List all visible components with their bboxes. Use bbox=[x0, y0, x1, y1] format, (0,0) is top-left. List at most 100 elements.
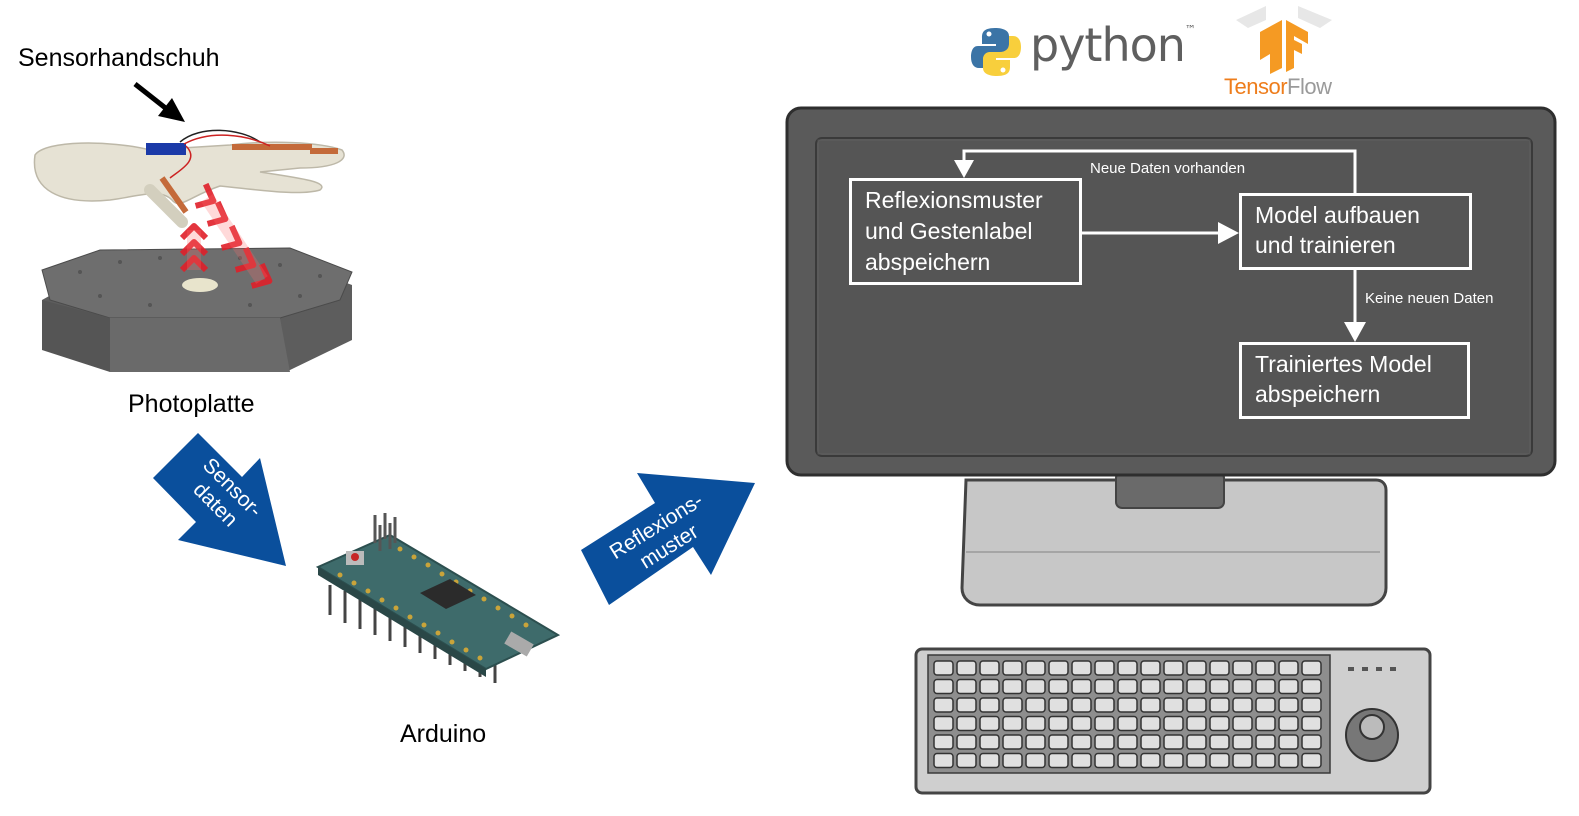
keyboard-key bbox=[1278, 678, 1299, 695]
keyboard-key bbox=[1071, 660, 1092, 676]
keyboard-key bbox=[1094, 660, 1115, 676]
keyboard-key bbox=[1255, 660, 1276, 676]
keyboard-key bbox=[1140, 752, 1161, 769]
glove-label: Sensorhandschuh bbox=[18, 44, 220, 72]
keyboard-key bbox=[1117, 660, 1138, 676]
keyboard-key bbox=[933, 660, 954, 676]
keyboard-key bbox=[1025, 734, 1046, 750]
loop-label: Neue Daten vorhanden bbox=[1090, 160, 1246, 177]
keyboard-key bbox=[1094, 715, 1115, 732]
keyboard-key bbox=[1163, 734, 1184, 750]
sensor-data-arrow: Sensor- daten bbox=[153, 433, 286, 566]
pointer-arrow bbox=[133, 82, 185, 122]
keyboard-key bbox=[1002, 752, 1023, 769]
keyboard-key bbox=[1186, 715, 1207, 732]
flow-box-save-model bbox=[1239, 342, 1470, 419]
keyboard-key bbox=[1140, 660, 1161, 676]
keyboard-key bbox=[1117, 715, 1138, 732]
tensorflow-text-2: Flow bbox=[1287, 74, 1332, 99]
keyboard-key bbox=[979, 660, 1000, 676]
keyboard-key bbox=[979, 752, 1000, 769]
keyboard-key bbox=[1209, 678, 1230, 695]
keyboard-key bbox=[1163, 752, 1184, 769]
tensorflow-text-1: Tensor bbox=[1224, 74, 1288, 99]
keyboard-key bbox=[1278, 734, 1299, 750]
keyboard-key bbox=[1255, 752, 1276, 769]
keyboard-key bbox=[1071, 678, 1092, 695]
keyboard-key bbox=[1278, 697, 1299, 713]
keyboard-key bbox=[1140, 678, 1161, 695]
keyboard-key bbox=[979, 697, 1000, 713]
keyboard-key bbox=[933, 752, 954, 769]
box3-line1: Trainiertes Model bbox=[1255, 351, 1432, 377]
keyboard-key bbox=[1163, 715, 1184, 732]
down-label: Keine neuen Daten bbox=[1365, 290, 1494, 307]
keyboard-key bbox=[1025, 697, 1046, 713]
keyboard-key bbox=[956, 678, 977, 695]
keyboard-key bbox=[1094, 734, 1115, 750]
keyboard-key bbox=[1140, 697, 1161, 713]
keyboard-key bbox=[1301, 660, 1322, 676]
keyboard-key bbox=[1140, 715, 1161, 732]
keyboard-key bbox=[1094, 678, 1115, 695]
box1-line1: Reflexionsmuster bbox=[865, 187, 1043, 213]
keyboard-key bbox=[1301, 715, 1322, 732]
arduino-label: Arduino bbox=[400, 720, 487, 748]
tensorflow-logo-icon bbox=[1236, 6, 1332, 74]
keyboard-key bbox=[956, 715, 977, 732]
plate-label: Photoplatte bbox=[128, 390, 255, 418]
keyboard-key bbox=[1071, 697, 1092, 713]
keyboard-key bbox=[979, 715, 1000, 732]
keyboard-key bbox=[956, 660, 977, 676]
monitor bbox=[785, 106, 1557, 607]
hand-with-glove bbox=[33, 129, 345, 228]
keyboard-key bbox=[1209, 660, 1230, 676]
keyboard-key bbox=[1278, 660, 1299, 676]
keyboard-key bbox=[1186, 752, 1207, 769]
keyboard-key bbox=[1255, 715, 1276, 732]
flow-box-train-model bbox=[1239, 193, 1472, 270]
python-wordmark: python™ bbox=[1030, 18, 1196, 72]
keyboard-key bbox=[956, 752, 977, 769]
keyboard-key bbox=[979, 734, 1000, 750]
keyboard-key bbox=[1278, 752, 1299, 769]
keyboard-key bbox=[1140, 734, 1161, 750]
keyboard-key bbox=[1048, 715, 1069, 732]
keyboard-key bbox=[1094, 697, 1115, 713]
box2-line1: Model aufbauen bbox=[1255, 202, 1420, 228]
keyboard-key bbox=[1186, 697, 1207, 713]
keyboard-key bbox=[933, 678, 954, 695]
keyboard-key bbox=[1163, 660, 1184, 676]
keyboard-key bbox=[956, 697, 977, 713]
keyboard-key bbox=[1002, 715, 1023, 732]
keyboard-key bbox=[1301, 697, 1322, 713]
keyboard-key bbox=[1232, 752, 1253, 769]
keyboard-key bbox=[1232, 678, 1253, 695]
photo-plate bbox=[41, 247, 353, 372]
hand-illustration bbox=[33, 82, 353, 372]
keyboard-key bbox=[1117, 678, 1138, 695]
keyboard-key bbox=[1301, 678, 1322, 695]
keyboard-key bbox=[933, 697, 954, 713]
reflection-pattern-arrow: Reflexions- muster bbox=[581, 473, 755, 605]
keyboard-key bbox=[1071, 752, 1092, 769]
keyboard-key bbox=[1025, 660, 1046, 676]
keyboard-key bbox=[1094, 752, 1115, 769]
box2-line2: und trainieren bbox=[1255, 232, 1396, 258]
keyboard-key bbox=[1002, 678, 1023, 695]
keyboard-key bbox=[1209, 752, 1230, 769]
keyboard-key bbox=[1025, 752, 1046, 769]
keyboard-key bbox=[1186, 660, 1207, 676]
keyboard-key bbox=[1025, 715, 1046, 732]
keyboard-key bbox=[1163, 678, 1184, 695]
python-text: python bbox=[1030, 18, 1186, 72]
keyboard-key bbox=[1071, 715, 1092, 732]
keyboard-key bbox=[1002, 660, 1023, 676]
keyboard-key bbox=[1117, 734, 1138, 750]
keyboard-key bbox=[1048, 752, 1069, 769]
box1-line3: abspeichern bbox=[865, 249, 991, 275]
keyboard-key bbox=[1232, 660, 1253, 676]
keyboard-key bbox=[1278, 715, 1299, 732]
keyboard-key bbox=[956, 734, 977, 750]
box1-line2: und Gestenlabel bbox=[865, 218, 1033, 244]
